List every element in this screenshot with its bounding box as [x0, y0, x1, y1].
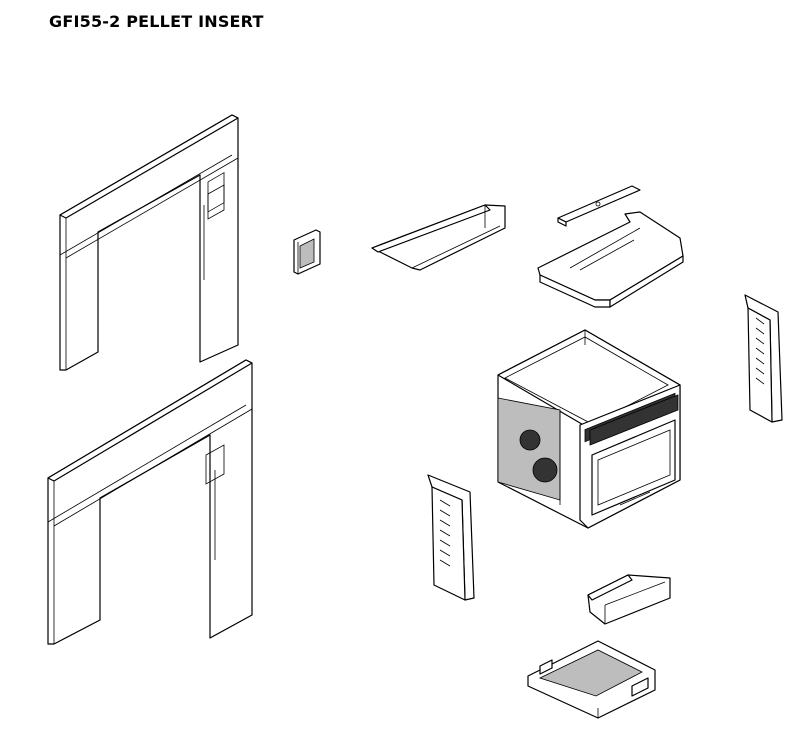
ash-tray[interactable]: [371, 204, 506, 271]
top-cover-plate[interactable]: [537, 211, 684, 308]
small-bracket[interactable]: [293, 229, 321, 275]
base-frame[interactable]: [527, 640, 656, 719]
ash-pan[interactable]: [587, 574, 671, 625]
stove-body[interactable]: [497, 329, 681, 529]
surround-panel-upper[interactable]: [59, 114, 239, 371]
top-plate-strip[interactable]: [557, 185, 641, 227]
side-panel-left[interactable]: [427, 474, 475, 601]
surround-panel-lower[interactable]: [47, 359, 253, 645]
side-panel-right[interactable]: [744, 294, 783, 423]
diagram-title: GFI55-2 PELLET INSERT: [49, 12, 264, 31]
